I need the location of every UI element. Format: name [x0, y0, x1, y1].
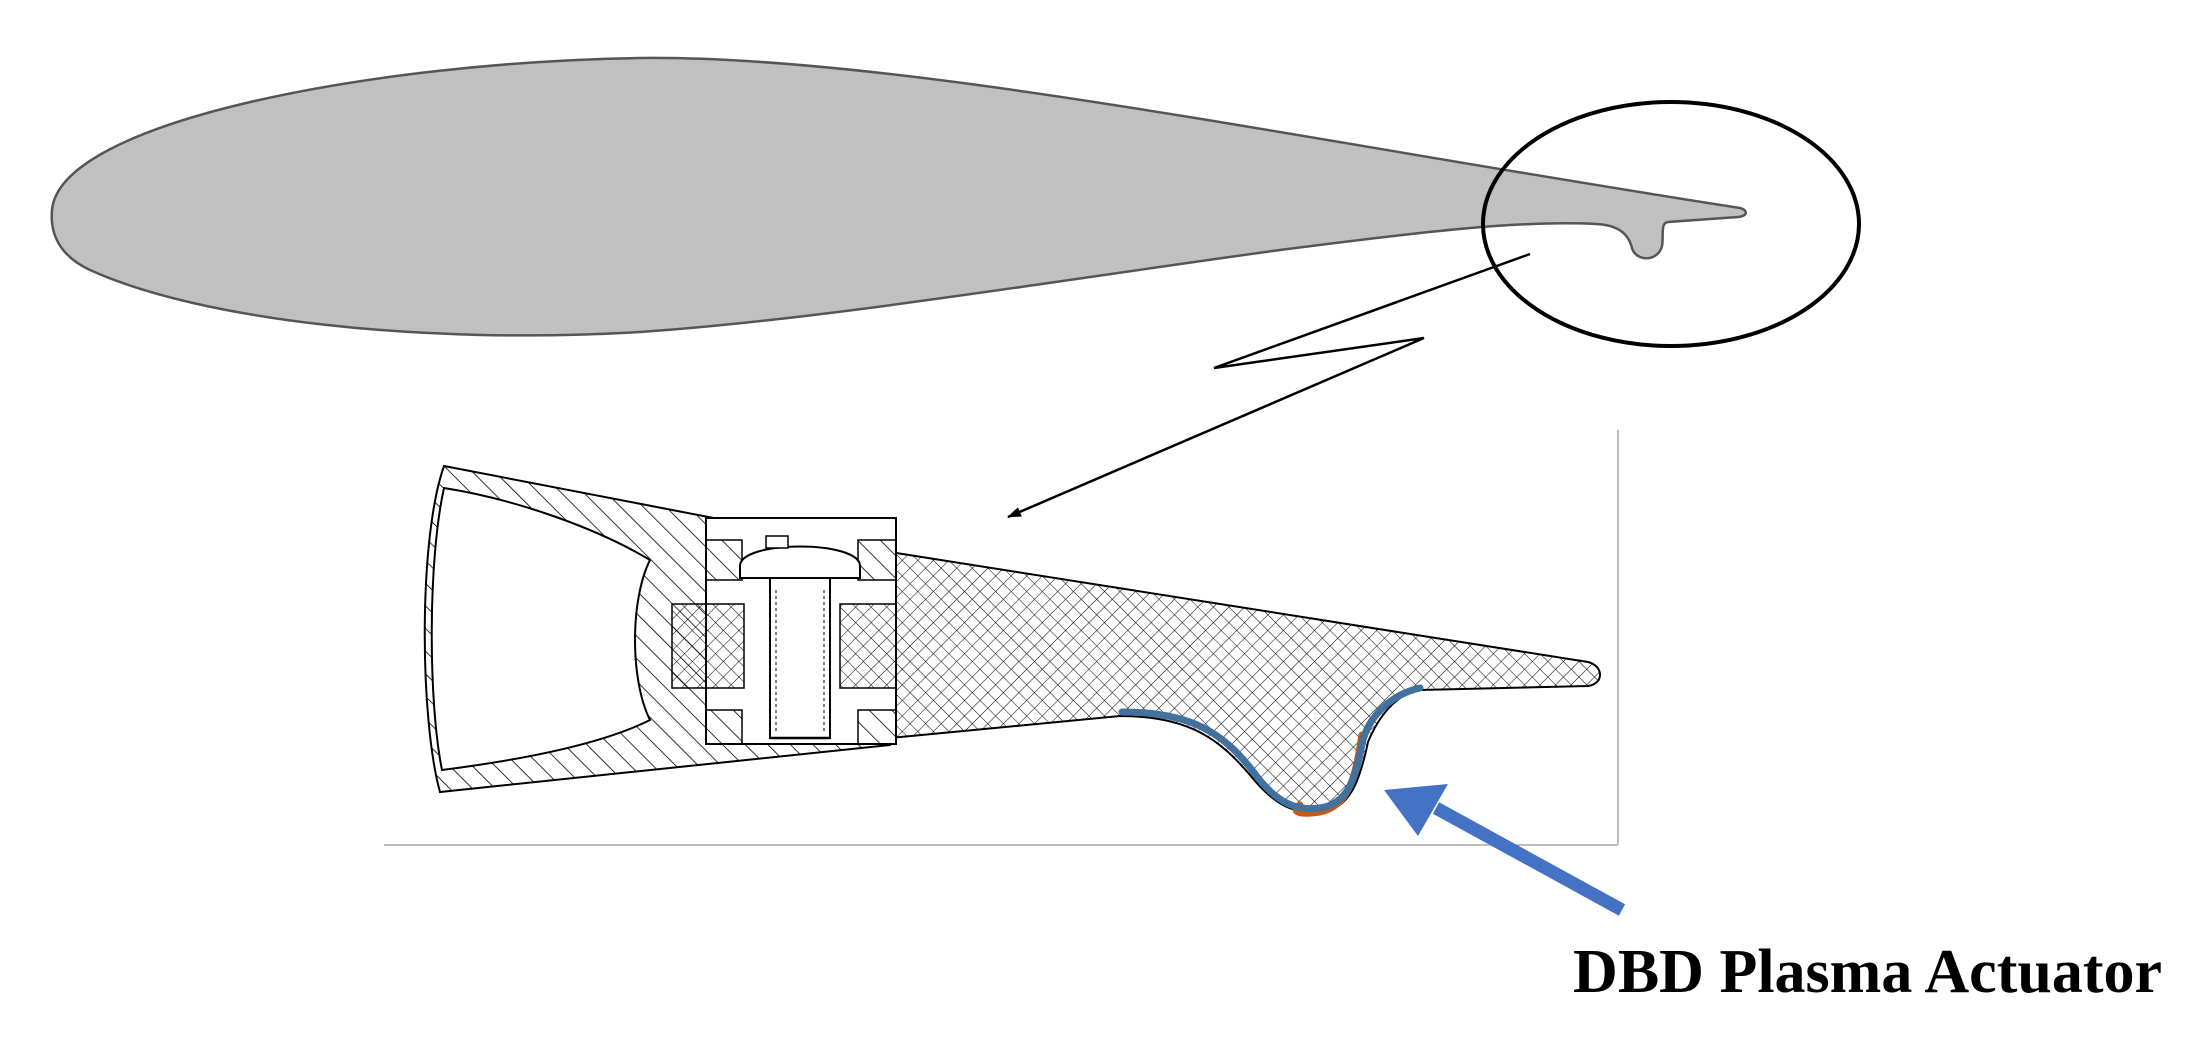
nut-top-right [857, 539, 897, 581]
detail-leader-zigzag [1007, 252, 1531, 519]
nut-top-left [705, 539, 743, 581]
spacer-left [671, 603, 745, 689]
screw [739, 535, 861, 740]
actuator-label: DBD Plasma Actuator [1573, 938, 2162, 1006]
airfoil-profile [50, 56, 1747, 337]
trailing-edge-highlight-circle [1481, 100, 1861, 348]
inner-cavity [430, 486, 652, 772]
nut-bottom-left [705, 709, 743, 745]
nut-bottom-right [857, 709, 897, 745]
crosshatched-trailing-edge [889, 550, 1601, 814]
spacer-right [839, 603, 897, 689]
actuator-exposed-electrode [1118, 684, 1424, 813]
trailing-edge-detail-section [423, 464, 1601, 817]
actuator-pointer-arrow [1384, 784, 1626, 916]
